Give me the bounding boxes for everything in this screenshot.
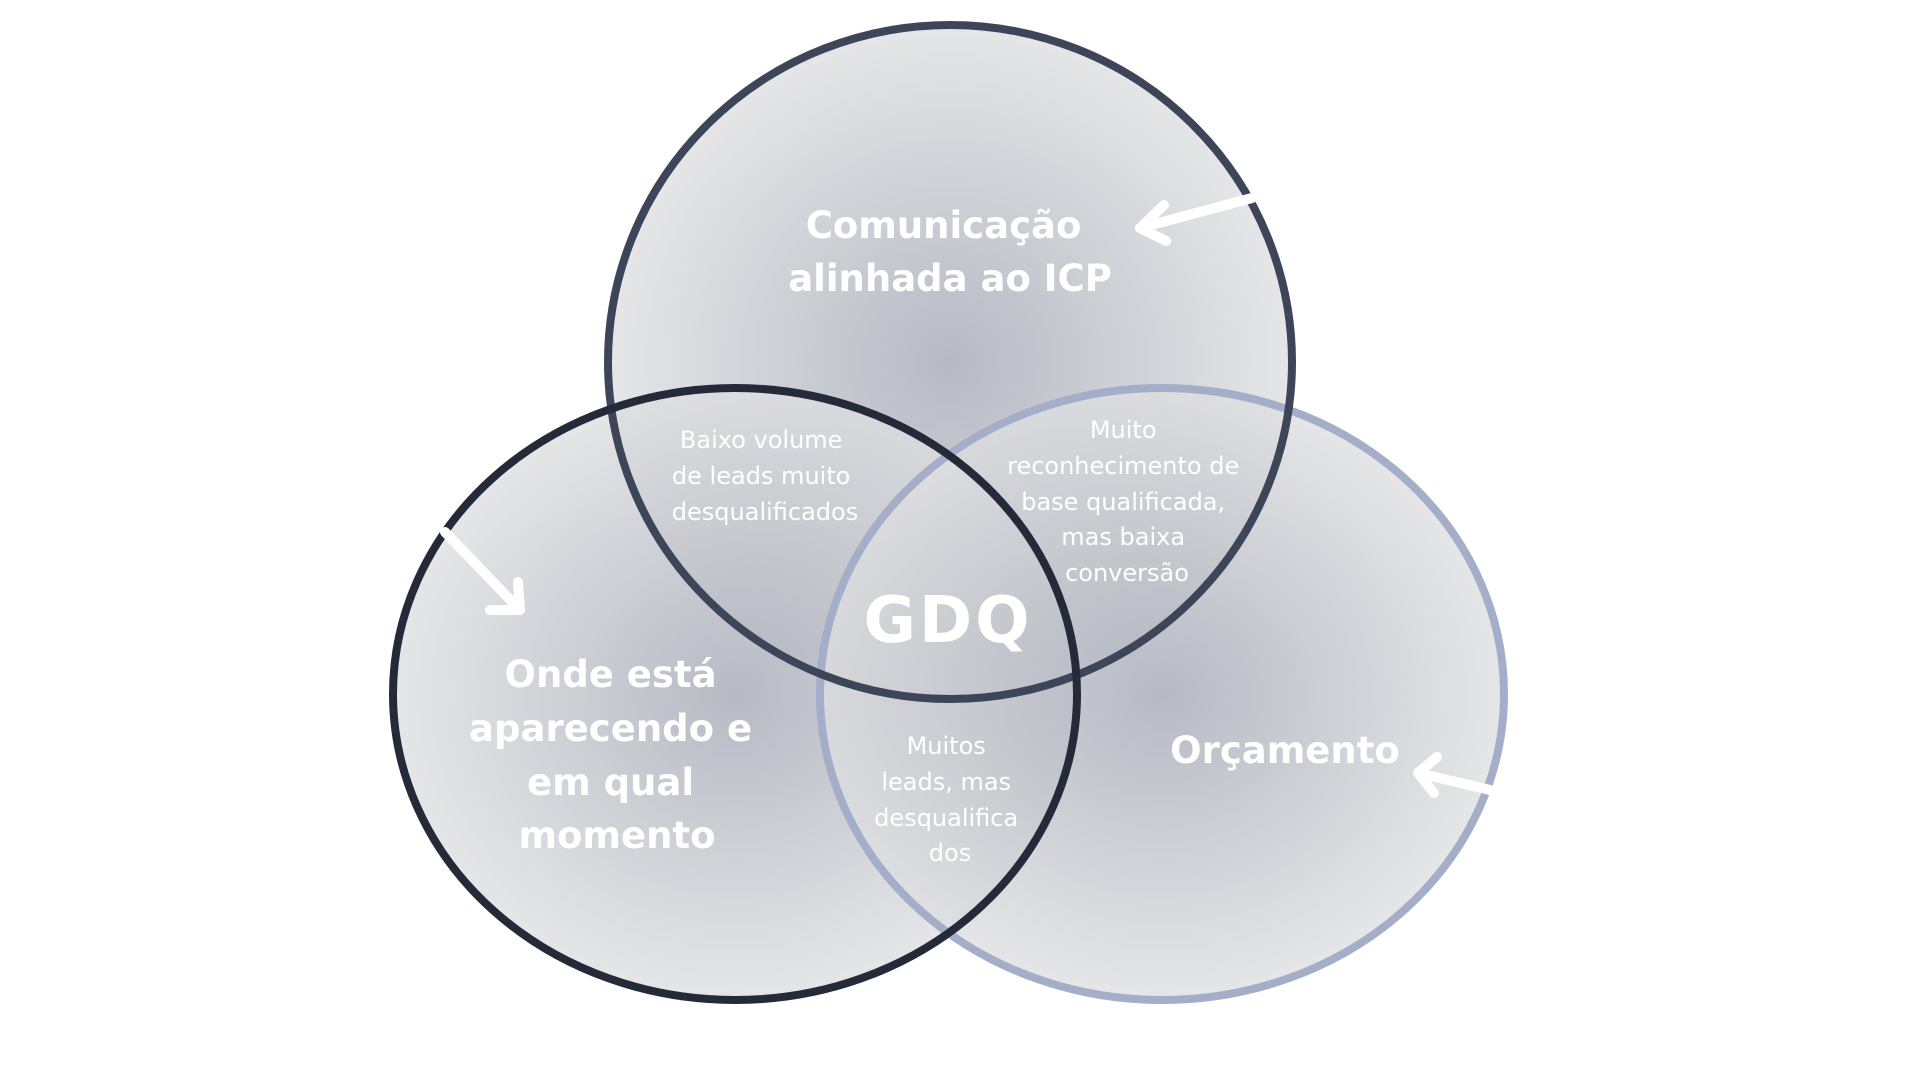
circle-left-title: Onde está aparecendo e em qual momento	[469, 653, 765, 857]
overlap-left-right-line: desqualifica	[874, 804, 1018, 832]
circle-right-fill	[820, 388, 1504, 1000]
overlap-top-right-line: Muito	[1090, 416, 1157, 444]
overlap-left-right-text: Muitos leads, mas desqualifica dos	[874, 732, 1026, 867]
arrow-right-icon	[1413, 752, 1495, 798]
overlap-top-left-text: Baixo volume de leads muito desqualifica…	[672, 426, 858, 526]
circle-left-border	[389, 384, 1081, 1004]
overlap-left-right-line: leads, mas	[881, 768, 1011, 796]
circle-fills	[393, 25, 1504, 1000]
overlap-top-right-line: conversão	[1065, 559, 1189, 587]
circle-left-title-line: aparecendo e	[469, 707, 752, 750]
overlap-top-right-line: reconhecimento de	[1007, 452, 1239, 480]
circle-right-title: Orçamento	[1170, 729, 1400, 772]
circle-borders	[389, 21, 1508, 1004]
circle-left-title-line: em qual	[527, 761, 694, 804]
arrows	[440, 193, 1495, 798]
center-logo: GDQ	[863, 584, 1032, 658]
overlap-top-right-line: base qualificada,	[1021, 488, 1225, 516]
arrow-left-icon	[440, 527, 525, 615]
circle-top-border	[604, 21, 1296, 703]
circle-left-title-line: momento	[518, 814, 715, 857]
overlap-top-right-line: mas baixa	[1061, 523, 1185, 551]
circle-right-title-line: Orçamento	[1170, 729, 1400, 772]
overlap-top-left-line: de leads muito	[672, 462, 851, 490]
circle-right-border	[816, 384, 1508, 1004]
overlap-left-right-line: Muitos	[907, 732, 986, 760]
overlap-top-left-line: Baixo volume	[680, 426, 843, 454]
overlap-left-right-line: dos	[929, 839, 971, 867]
circle-top-title: Comunicação alinhada ao ICP	[788, 204, 1112, 300]
circle-top-title-line: Comunicação	[806, 204, 1082, 247]
overlap-top-right-text: Muito reconhecimento de base qualificada…	[1007, 416, 1247, 587]
overlap-top-left-line: desqualificados	[672, 498, 858, 526]
arrow-top-icon	[1135, 193, 1257, 246]
circle-top-title-line: alinhada ao ICP	[788, 257, 1112, 300]
circle-left-title-line: Onde está	[505, 653, 717, 696]
